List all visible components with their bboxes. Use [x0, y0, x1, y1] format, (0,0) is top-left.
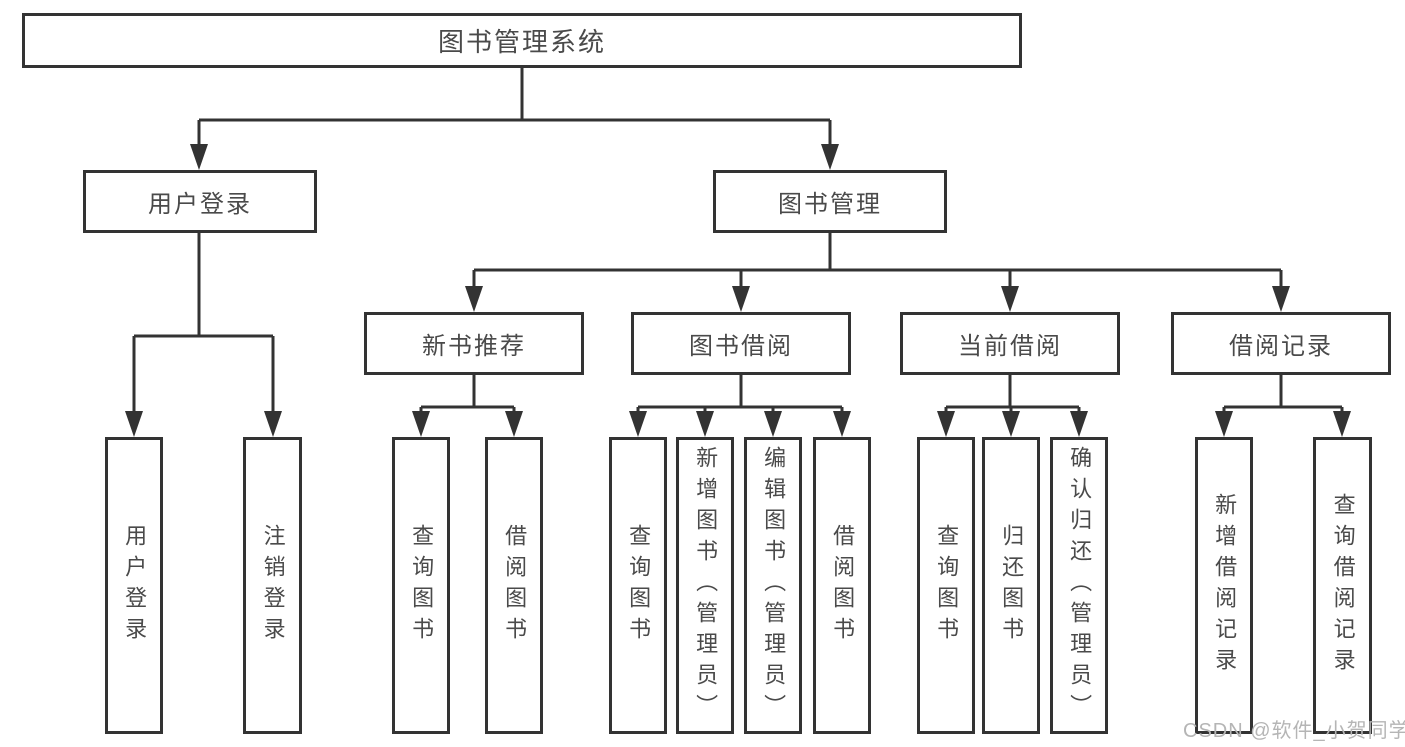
- arrowhead: [412, 411, 430, 437]
- arrowhead: [1002, 411, 1020, 437]
- arrowhead: [1333, 411, 1351, 437]
- leaf-label: 查询图书: [934, 523, 960, 648]
- connector-user-login-children: [125, 233, 282, 437]
- arrowhead: [465, 286, 483, 312]
- arrowhead: [833, 411, 851, 437]
- node-book-borrowing: 图书借阅: [631, 312, 851, 375]
- connector-root-to-level2: [190, 68, 839, 170]
- leaf-query-books-new-recommend: 查询图书: [392, 437, 450, 734]
- arrowhead: [264, 411, 282, 437]
- node-current-borrowing: 当前借阅: [900, 312, 1120, 375]
- leaf-label: 确认归还（管理员）: [1067, 446, 1093, 725]
- node-label: 图书管理: [778, 191, 882, 218]
- connector-book-management-children: [465, 232, 1290, 312]
- leaf-label: 查询借阅记录: [1330, 492, 1356, 679]
- leaf-label: 注销登录: [260, 523, 286, 648]
- node-label: 当前借阅: [958, 333, 1062, 360]
- node-library-management-system: 图书管理系统: [22, 13, 1022, 68]
- arrowhead: [125, 411, 143, 437]
- leaf-label: 借阅图书: [502, 523, 528, 648]
- arrowhead: [1070, 411, 1088, 437]
- arrowhead: [696, 411, 714, 437]
- arrowhead: [505, 411, 523, 437]
- leaf-query-borrow-record: 查询借阅记录: [1313, 437, 1372, 734]
- leaf-query-books-borrowing: 查询图书: [609, 437, 667, 734]
- node-label: 图书借阅: [689, 333, 793, 360]
- leaf-logout-login: 注销登录: [243, 437, 302, 734]
- arrowhead: [1272, 286, 1290, 312]
- leaf-borrow-books-new-recommend: 借阅图书: [485, 437, 543, 734]
- leaf-label: 归还图书: [999, 523, 1025, 648]
- connector-book-borrowing-children: [629, 375, 851, 437]
- node-label: 用户登录: [148, 191, 252, 218]
- arrowhead: [629, 411, 647, 437]
- leaf-label: 新增借阅记录: [1212, 492, 1238, 679]
- node-label: 借阅记录: [1229, 333, 1333, 360]
- arrowhead: [937, 411, 955, 437]
- leaf-label: 编辑图书（管理员）: [761, 446, 787, 725]
- arrowhead: [1215, 411, 1233, 437]
- leaf-label: 借阅图书: [830, 523, 856, 648]
- node-borrowing-records: 借阅记录: [1171, 312, 1391, 375]
- connector-new-book-recommend-children: [412, 375, 523, 437]
- leaf-borrow-books-borrowing: 借阅图书: [813, 437, 871, 734]
- leaf-query-books-current: 查询图书: [917, 437, 975, 734]
- connector-borrowing-records-children: [1215, 375, 1351, 437]
- node-new-book-recommend: 新书推荐: [364, 312, 584, 375]
- connector-current-borrowing-children: [937, 375, 1088, 437]
- node-label: 图书管理系统: [437, 27, 606, 57]
- arrowhead: [732, 286, 750, 312]
- arrowhead: [821, 144, 839, 170]
- node-user-login: 用户登录: [83, 170, 317, 233]
- leaf-edit-books-admin: 编辑图书（管理员）: [744, 437, 802, 734]
- leaf-label: 用户登录: [122, 523, 148, 648]
- leaf-confirm-return-admin: 确认归还（管理员）: [1050, 437, 1108, 734]
- leaf-add-borrow-record: 新增借阅记录: [1195, 437, 1253, 734]
- leaf-add-books-admin: 新增图书（管理员）: [676, 437, 734, 734]
- node-book-management: 图书管理: [713, 170, 947, 233]
- leaf-label: 新增图书（管理员）: [693, 446, 719, 725]
- leaf-label: 查询图书: [626, 523, 652, 648]
- arrowhead: [764, 411, 782, 437]
- csdn-watermark: CSDN @软件_小贺同学: [1183, 720, 1405, 742]
- leaf-return-books: 归还图书: [982, 437, 1040, 734]
- arrowhead: [190, 144, 208, 170]
- node-label: 新书推荐: [422, 333, 526, 360]
- arrowhead: [1001, 286, 1019, 312]
- leaf-user-login: 用户登录: [105, 437, 163, 734]
- leaf-label: 查询图书: [409, 523, 435, 648]
